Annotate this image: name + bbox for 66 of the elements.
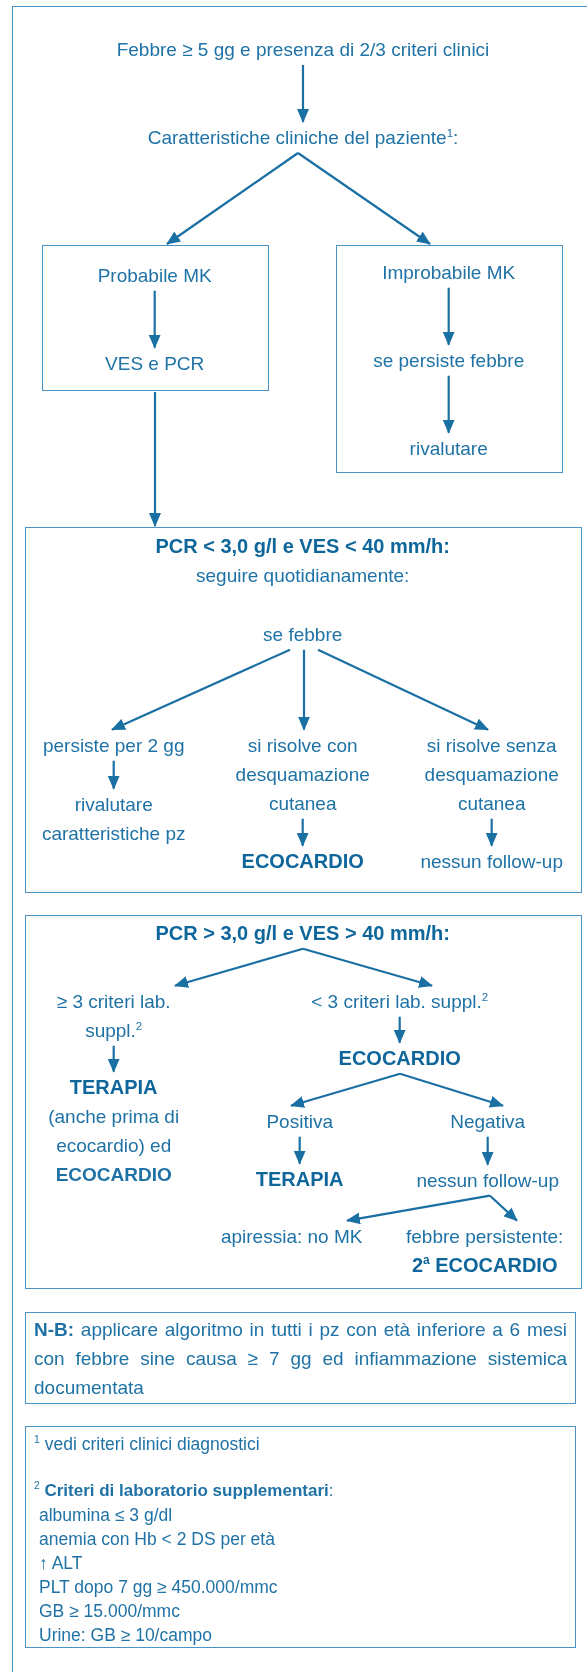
arrow [297, 152, 431, 245]
action-text: PCR < 3,0 g/l e VES < 40 mm/h: [42, 531, 563, 561]
criteria-item: anemia con Hb < 2 DS per età [38, 1528, 276, 1551]
step-text: Febbre ≥ 5 gg e presenza di 2/3 criteri clinici [63, 35, 543, 64]
criteria-item: GB ≥ 15.000/mmc [38, 1600, 181, 1623]
step-text: < 3 criteri lab. suppl.$^{2}$ [284, 986, 515, 1016]
arrow [302, 947, 433, 988]
flow-box [25, 527, 582, 893]
step-text: Negativa [427, 1106, 548, 1136]
arrow [107, 1045, 120, 1073]
step-text: rivalutare caratteristiche pz [24, 789, 203, 848]
note-text: N-B: applicare algoritmo in tutti i pz con età inferiore a 6 mesi con febbre sine causa ≥ 7 gg ed infiammazione sistemica documentata [34, 1318, 567, 1400]
arrow [346, 1194, 491, 1225]
arrow [296, 818, 309, 847]
step-text: Positiva [239, 1106, 360, 1136]
action-text: TERAPIA [68, 1074, 159, 1100]
arrow [298, 649, 310, 731]
step-text: si risolve con desquamazione cutanea [222, 730, 383, 818]
step-text: nessun follow-up [406, 846, 577, 876]
criteria-item: Urine: GB ≥ 10/campo [38, 1624, 213, 1647]
arrow [399, 1072, 504, 1108]
arrow [317, 648, 489, 731]
step-text: VES e PCR [54, 348, 255, 378]
action-text: TERAPIA [239, 1164, 360, 1194]
step-text: (anche prima di ecocardio) ed ECOCARDIO [47, 1104, 181, 1187]
step-text: nessun follow-up [412, 1165, 563, 1195]
action-text: ECOCARDIO [324, 1043, 475, 1073]
flow-box [25, 915, 582, 1289]
arrow [148, 290, 161, 349]
arrow [290, 1072, 401, 1108]
step-text: Improbabile MK [348, 257, 549, 287]
flow-box [42, 245, 269, 391]
step-text: si risolve senza desquamazione cutanea [411, 730, 572, 818]
arrow [293, 1136, 306, 1165]
criteria-item: albumina ≤ 3 g/dl [38, 1504, 174, 1527]
arrow [166, 152, 299, 245]
arrow [442, 287, 455, 346]
arrow [481, 1136, 494, 1166]
arrow [297, 65, 309, 123]
arrow [111, 648, 291, 731]
step-text: persiste per 2 gg [24, 730, 203, 760]
step-text: se persiste febbre [348, 345, 549, 375]
step-text: rivalutare [348, 433, 549, 463]
arrow [485, 818, 498, 847]
criteria-item: PLT dopo 7 gg ≥ 450.000/mmc [38, 1576, 279, 1599]
action-text: 2$^{a}$ ECOCARDIO [410, 1252, 559, 1278]
step-text: seguire quotidianamente: [152, 560, 453, 590]
arrow [442, 375, 455, 434]
step-text: Caratteristiche cliniche del paziente$^{1}$: [103, 123, 503, 152]
step-text: apiressia: no MK [211, 1221, 372, 1251]
step-text: Probabile MK [54, 260, 255, 290]
footnote-text: $^{1}$ vedi criteri clinici diagnostici [34, 1432, 261, 1456]
flow-box [336, 245, 563, 473]
step-text: febbre persistente: [405, 1224, 565, 1249]
footnote-box [25, 1426, 576, 1648]
arrow [393, 1016, 406, 1044]
step-text: se febbre [252, 619, 353, 649]
arrow [149, 392, 161, 527]
action-text: ECOCARDIO [222, 846, 383, 876]
step-text: ≥ 3 criteri lab. suppl.$^{2}$ [41, 986, 187, 1045]
arrow [489, 1194, 518, 1222]
criteria-item: ↑ ALT [38, 1552, 84, 1575]
footnote-text: $^{2}$ Criteri di laboratorio supplementari: [34, 1479, 335, 1502]
action-text: PCR > 3,0 g/l e VES > 40 mm/h: [42, 918, 563, 948]
arrow [174, 947, 304, 988]
arrow [107, 760, 120, 790]
